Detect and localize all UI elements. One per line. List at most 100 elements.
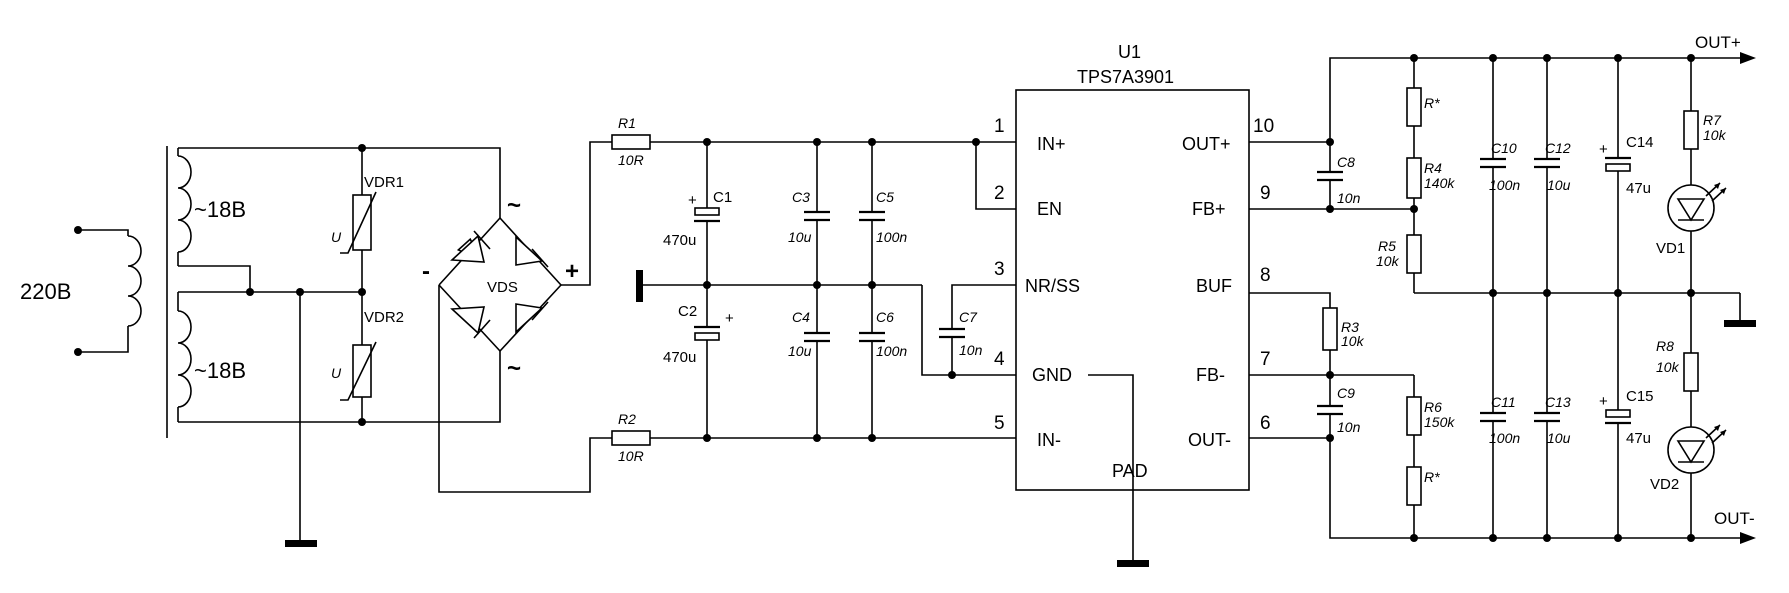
pin-8-num: 8: [1260, 265, 1271, 286]
c14-ref: C14: [1626, 134, 1654, 151]
c3-ref: C3: [792, 189, 810, 205]
capacitor-c7: C7 10n: [939, 284, 1016, 375]
pin-7-num: 7: [1260, 349, 1271, 370]
mains-voltage-label: 220В: [20, 279, 71, 304]
pin-7-name: FB-: [1196, 365, 1225, 385]
transformer: 220В ~18В ~18В: [20, 146, 246, 438]
c6-ref: C6: [876, 309, 894, 325]
c13-value: 10u: [1547, 430, 1571, 446]
varistor-vdr2: VDR2 U: [331, 292, 404, 422]
resistor-rstar-bottom: R*: [1406, 466, 1440, 538]
capacitor-c2: + C2 470u: [663, 285, 734, 438]
wire-sec-bot: [178, 351, 501, 423]
c15-ref: C15: [1626, 388, 1654, 405]
wire-sec-mid: [178, 265, 251, 293]
secondary-top-label: ~18В: [194, 197, 246, 222]
capacitor-c13: C13 10u: [1534, 293, 1571, 538]
wire-sec-top: [178, 147, 501, 218]
c4-ref: C4: [792, 309, 810, 325]
pin-10-num: 10: [1253, 116, 1274, 137]
resistor-r3: R3 10k: [1322, 307, 1365, 375]
resistor-r1: R1 10R: [611, 115, 651, 168]
r2-ref: R2: [618, 411, 636, 427]
resistor-r6: R6 150k: [1406, 375, 1455, 467]
r4-ref: R4: [1424, 160, 1442, 176]
r3-value: 10k: [1341, 333, 1365, 349]
diode-bridge: VDS ~ ~ - +: [422, 192, 579, 382]
c1-value: 470u: [663, 232, 696, 249]
capacitor-c14: + C14 47u: [1599, 58, 1654, 293]
ic-u1: U1 TPS7A3901 1 IN+ 2 EN 3 NR/SS 4 GND 5 …: [994, 42, 1274, 491]
pin-3-num: 3: [994, 259, 1005, 280]
pad-ground-symbol: [1117, 560, 1149, 567]
r2-value: 10R: [618, 448, 644, 464]
c3-value: 10u: [788, 229, 812, 245]
vdr2-ref: VDR2: [364, 309, 404, 326]
pin-10-name: OUT+: [1182, 134, 1231, 154]
out-pos-label: OUT+: [1695, 33, 1741, 52]
pin-5-name: IN-: [1037, 430, 1061, 450]
capacitor-c6: C6 100n: [859, 285, 907, 438]
capacitor-c15: + C15 47u: [1599, 293, 1654, 538]
capacitor-c11: C11 100n: [1480, 293, 1520, 538]
pin-6-name: OUT-: [1188, 430, 1231, 450]
c5-value: 100n: [876, 229, 907, 245]
pin-2-name: EN: [1037, 199, 1062, 219]
capacitor-c10: C10 100n: [1480, 58, 1520, 293]
c12-ref: C12: [1545, 140, 1571, 156]
c12-value: 10u: [1547, 177, 1571, 193]
capacitor-c8: C8 10n: [1317, 142, 1361, 209]
capacitor-c5: C5 100n: [859, 142, 907, 285]
wire-out-neg: [1249, 437, 1740, 539]
svg-text:+: +: [1599, 141, 1608, 158]
resistor-r4: R4 140k: [1406, 157, 1455, 235]
secondary-bottom-label: ~18В: [194, 358, 246, 383]
pin-9-name: FB+: [1192, 199, 1226, 219]
r4-value: 140k: [1424, 175, 1455, 191]
c10-value: 100n: [1489, 177, 1520, 193]
c14-value: 47u: [1626, 180, 1651, 197]
wire-en: [975, 142, 1016, 210]
c2-ref: C2: [678, 303, 697, 320]
c10-ref: C10: [1491, 140, 1517, 156]
out-neg-label: OUT-: [1714, 509, 1755, 528]
pin-4-num: 4: [994, 349, 1005, 370]
rstar-top-ref: R*: [1424, 95, 1440, 111]
vd2-ref: VD2: [1650, 476, 1679, 493]
c2-value: 470u: [663, 349, 696, 366]
varistor-vdr1: VDR1 U: [331, 148, 404, 292]
bridge-ac-top: ~: [507, 192, 521, 219]
ic-ref: U1: [1118, 42, 1141, 62]
capacitor-c4: C4 10u: [788, 285, 830, 438]
pin-2-num: 2: [994, 183, 1005, 204]
wire-bridge-pos: [561, 141, 612, 286]
input-ground-symbol: [636, 270, 643, 302]
vdr1-mark: U: [331, 229, 342, 245]
wire-bridge-neg: [438, 285, 612, 493]
r1-value: 10R: [618, 152, 644, 168]
output-ground-symbol: [1724, 320, 1756, 327]
pin-9-num: 9: [1260, 183, 1271, 204]
r1-ref: R1: [618, 115, 636, 131]
wire-buf: [1249, 292, 1331, 308]
r8-value: 10k: [1656, 359, 1680, 375]
r7-ref: R7: [1703, 112, 1722, 128]
led-vd2: VD2: [1650, 424, 1727, 538]
pin-1-num: 1: [994, 116, 1005, 137]
c8-ref: C8: [1337, 154, 1355, 170]
bridge-ac-bottom: ~: [507, 355, 521, 382]
r6-ref: R6: [1424, 399, 1442, 415]
c6-value: 100n: [876, 343, 907, 359]
c11-value: 100n: [1489, 430, 1520, 446]
pin-5-num: 5: [994, 413, 1005, 434]
capacitor-c1: + C1 470u: [663, 142, 732, 285]
c11-ref: C11: [1491, 394, 1516, 410]
r5-value: 10k: [1376, 253, 1400, 269]
r3-ref: R3: [1341, 319, 1359, 335]
pad-label: PAD: [1112, 461, 1148, 481]
c5-ref: C5: [876, 189, 894, 205]
pin-4-name: GND: [1032, 365, 1072, 385]
pin-1-name: IN+: [1037, 134, 1066, 154]
out-neg-arrow: [1740, 532, 1756, 544]
capacitor-c12: C12 10u: [1534, 58, 1571, 293]
